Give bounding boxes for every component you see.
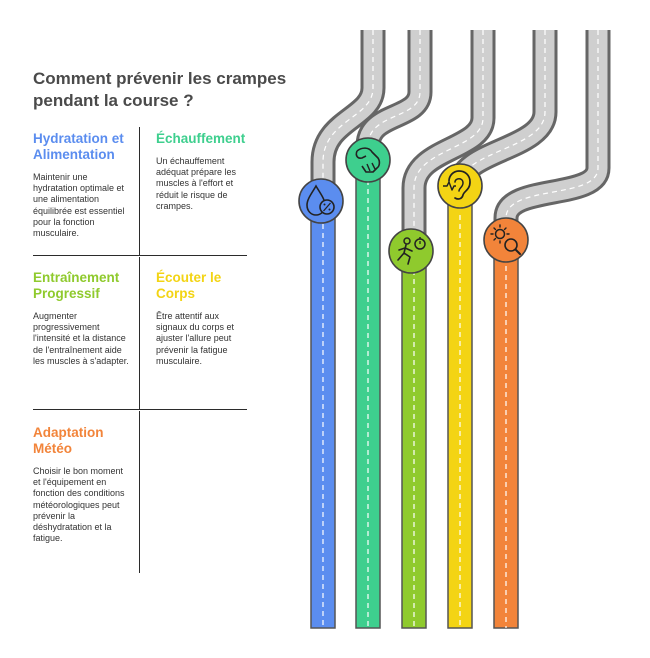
ear-heartbeat-icon [437, 163, 483, 209]
item-description: Augmenter progressivement l'intensité et… [33, 311, 129, 366]
item-adaptation: Adaptation Météo Choisir le bon moment e… [33, 425, 129, 544]
item-heading: Adaptation Météo [33, 425, 104, 456]
grid-divider-horizontal-2 [33, 409, 247, 410]
item-heading: Hydratation et Alimentation [33, 131, 124, 162]
item-heading: Écouter le Corps [156, 270, 222, 301]
road-entrainement [401, 30, 496, 629]
road-hydratation [310, 30, 386, 629]
item-description: Maintenir une hydratation optimale et un… [33, 172, 125, 239]
grid-divider-vertical-3 [139, 411, 140, 573]
page-title: Comment prévenir les crampes pendant la … [33, 69, 287, 110]
item-echauffement: Échauffement Un échauffement adéquat pré… [156, 131, 248, 212]
water-drop-percent-icon [298, 178, 344, 224]
item-hydratation: Hydratation et Alimentation Maintenir un… [33, 131, 131, 239]
grid-divider-vertical-2 [139, 257, 140, 409]
item-ecouter: Écouter le Corps Être attentif aux signa… [156, 270, 248, 367]
item-description: Être attentif aux signaux du corps et aj… [156, 311, 235, 366]
road-adaptation [493, 30, 611, 629]
item-heading: Échauffement [156, 131, 246, 146]
runner-stopwatch-icon [388, 228, 434, 274]
item-description: Choisir le bon moment et l'équipement en… [33, 466, 125, 544]
grid-divider-horizontal-1 [33, 255, 247, 256]
item-entrainement: Entraînement Progressif Augmenter progre… [33, 270, 131, 367]
sun-magnifier-icon [483, 217, 529, 263]
item-heading: Entraînement Progressif [33, 270, 120, 301]
grid-divider-vertical-1 [139, 127, 140, 255]
flexed-arm-icon [345, 137, 391, 183]
item-description: Un échauffement adéquat prépare les musc… [156, 156, 237, 211]
